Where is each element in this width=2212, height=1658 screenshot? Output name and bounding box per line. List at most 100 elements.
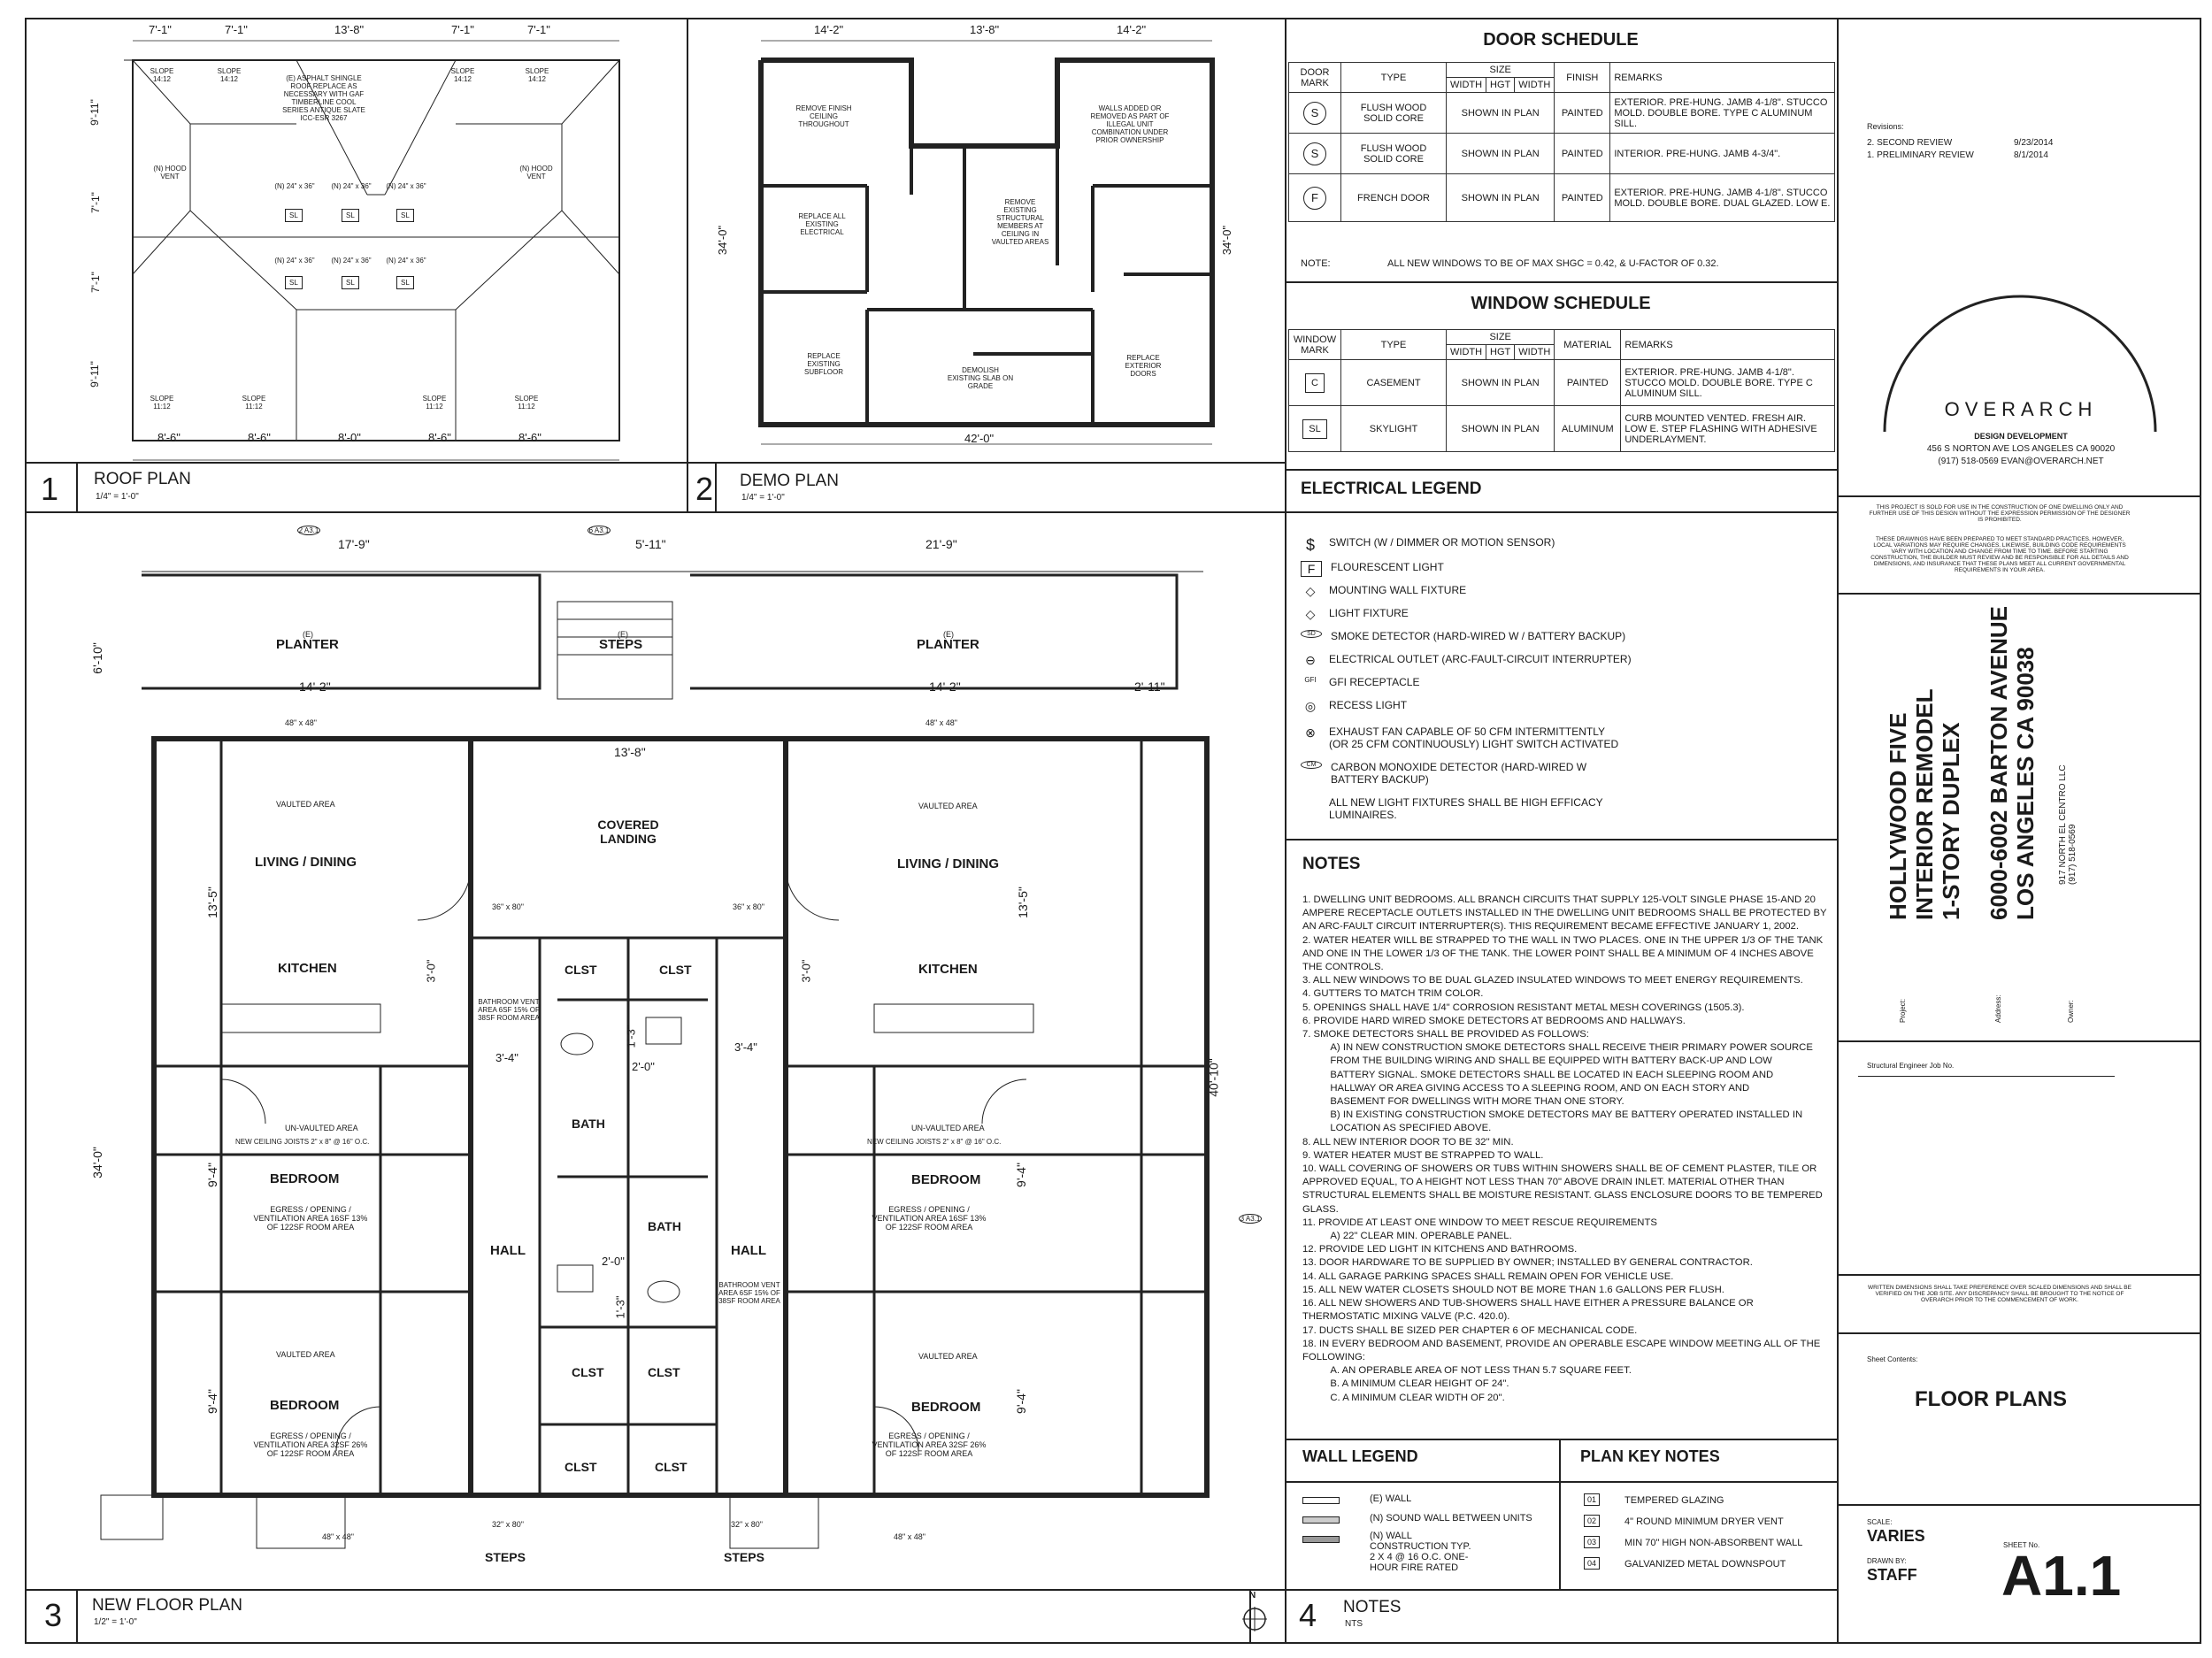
wall-fixture-icon: ◇ [1305,584,1316,598]
col-header: HGT [1486,77,1516,93]
owner-line: 917 NORTH EL CENTRO LLC [2058,764,2068,885]
cell: SHOWN IN PLAN [1445,359,1555,406]
project-label: Project: [1899,998,1907,1023]
plan-key-notes-title: PLAN KEY NOTES [1580,1447,1720,1465]
skylight-size: (N) 24" x 36" [386,257,426,265]
col-header: HGT [1486,344,1516,360]
bedroom-left-upper: BEDROOM [270,1171,340,1186]
demo-plan-drawing [758,40,1215,445]
cell: SHOWN IN PLAN [1445,173,1555,222]
floor-dim-left: 34'-0" [89,1147,104,1178]
key-note-label: 4" ROUND MINIMUM DRYER VENT [1624,1516,1784,1527]
divider [1837,1274,2201,1276]
disclaimer: THESE DRAWINGS HAVE BEEN PREPARED TO MEE… [1870,536,2129,573]
floor-dim-left: 6'-10" [89,642,104,674]
covered-landing: COVERED LANDING [597,817,659,846]
skylight-tag: SL [285,209,303,222]
floor-dim-right: 9'-4" [1013,1389,1028,1414]
vaulted-area: VAULTED AREA [276,1350,335,1359]
floor-dim-left: 13'-5" [204,887,219,918]
recess-light-icon: ◎ [1304,699,1317,713]
hood-vent-label: (N) HOOD VENT [519,165,553,180]
demo-plan-number: 2 [695,471,714,507]
demo-dim-bottom: 42'-0" [964,432,995,445]
kitchen-left: KITCHEN [278,961,337,976]
col-header: TYPE [1340,62,1447,93]
planter-right: PLANTER [917,637,979,652]
demo-note: DEMOLISH EXISTING SLAB ON GRADE [947,366,1014,390]
legend-label: MOUNTING WALL FIXTURE [1329,584,1467,596]
roof-dim-top-1: 7'-1" [149,23,172,36]
divider [1285,18,1286,1644]
exhaust-fan-icon: ⊗ [1305,725,1316,740]
gfi-receptacle-icon: GFI [1304,676,1317,684]
sheet-number: A1.1 [2001,1544,2122,1608]
table-row: S FLUSH WOOD SOLID CORE SHOWN IN PLAN PA… [1288,133,1835,174]
key-note-tag: 02 [1584,1515,1601,1527]
misc-dim: 1'-3" [624,1025,638,1048]
drawn-label: DRAWN BY: [1867,1557,1907,1565]
legend-label: SWITCH (W / DIMMER OR MOTION SENSOR) [1329,536,1555,549]
misc-dim: 2'-0" [632,1060,655,1073]
misc-dim: 3'-0" [799,959,813,983]
kitchen-right: KITCHEN [918,962,978,977]
cell: SKYLIGHT [1340,405,1447,452]
col-header: WIDTH [1445,344,1487,360]
divider [25,462,1285,464]
skylight-tag: SL [285,276,303,289]
key-note-tag: 03 [1584,1536,1601,1548]
misc-dim: 3'-0" [424,959,438,983]
roof-plan-scale: 1/4" = 1'-0" [96,492,139,502]
living-dining-left: LIVING / DINING [255,855,357,870]
key-note-label: TEMPERED GLAZING [1624,1495,1724,1506]
cell: CASEMENT [1340,359,1447,406]
steps-bottom: STEPS [485,1550,526,1564]
roof-dim-bottom-2: 8'-6" [248,431,271,444]
demo-dim-top-1: 14'-2" [814,23,844,36]
note-item: 1. DWELLING UNIT BEDROOMS. ALL BRANCH CI… [1302,894,1827,933]
vaulted-area: VAULTED AREA [918,802,978,810]
note-item: 13. DOOR HARDWARE TO BE SUPPLIED BY OWNE… [1302,1257,1753,1269]
roof-plan-title: ROOF PLAN [94,470,191,488]
roof-dim-top-4: 7'-1" [451,23,474,36]
roof-dim-side-3: 7'-1" [88,272,102,293]
revision-date: 8/1/2014 [2014,150,2048,160]
legend-label: GFI RECEPTACLE [1329,676,1420,688]
wall-swatch-existing [1302,1497,1340,1504]
col-header: REMARKS [1620,329,1835,360]
cell: PAINTED [1554,359,1622,406]
note-item: 14. ALL GARAGE PARKING SPACES SHALL REMA… [1302,1270,1674,1282]
door-mark: S [1303,142,1326,165]
note-item: B. A MINIMUM CLEAR HEIGHT OF 24". [1302,1378,1509,1390]
slope-label: SLOPE 11:12 [242,395,266,411]
electrical-legend-title: ELECTRICAL LEGEND [1301,480,1482,498]
cell: FLUSH WOOD SOLID CORE [1340,133,1447,174]
note-item: 7. SMOKE DETECTORS SHALL BE PROVIDED AS … [1302,1029,1589,1040]
roof-dim-side-2: 7'-1" [88,192,102,213]
table-row: F FRENCH DOOR SHOWN IN PLAN PAINTED EXTE… [1288,173,1835,222]
door-size: 36" x 80" [733,902,764,911]
note-item: 15. ALL NEW WATER CLOSETS SHOULD NOT BE … [1302,1284,1724,1295]
floor-dim-right: 13'-5" [1015,887,1030,918]
note-item: A) 22" CLEAR MIN. OPERABLE PANEL. [1302,1231,1512,1242]
window-schedule-table: WINDOW MARK TYPE SIZE MATERIAL REMARKS W… [1288,329,1835,452]
project-line: INTERIOR REMODEL [1911,688,1938,920]
divider [25,511,1285,513]
door-schedule-table: DOOR MARK TYPE SIZE FINISH REMARKS WIDTH… [1288,62,1835,222]
note-item: 6. PROVIDE HARD WIRED SMOKE DETECTORS AT… [1302,1015,1686,1026]
address-line: 6000-6002 BARTON AVENUE [1985,606,2012,920]
roof-plan-number: 1 [41,471,59,507]
demo-note: REPLACE EXTERIOR DOORS [1125,354,1162,378]
section-callout: 2 A3.1 [297,526,320,535]
col-header: SIZE [1445,329,1555,345]
project-title-block: HOLLYWOOD FIVE INTERIOR REMODEL 1-STORY … [1885,425,1964,920]
door-note: ALL NEW WINDOWS TO BE OF MAX SHGC = 0.42… [1387,258,1719,269]
north-label: N [1249,1591,1256,1600]
roof-dim-top-2: 7'-1" [225,23,248,36]
wall-legend-title: WALL LEGEND [1302,1447,1418,1465]
col-header: DOOR MARK [1288,62,1341,93]
legend-item: ⊖ ELECTRICAL OUTLET (ARC-FAULT-CIRCUIT I… [1301,653,1631,668]
divider [1285,1439,1837,1440]
note-item: A. AN OPERABLE AREA OF NOT LESS THAN 5.7… [1302,1365,1632,1377]
hall-left: HALL [490,1243,526,1258]
